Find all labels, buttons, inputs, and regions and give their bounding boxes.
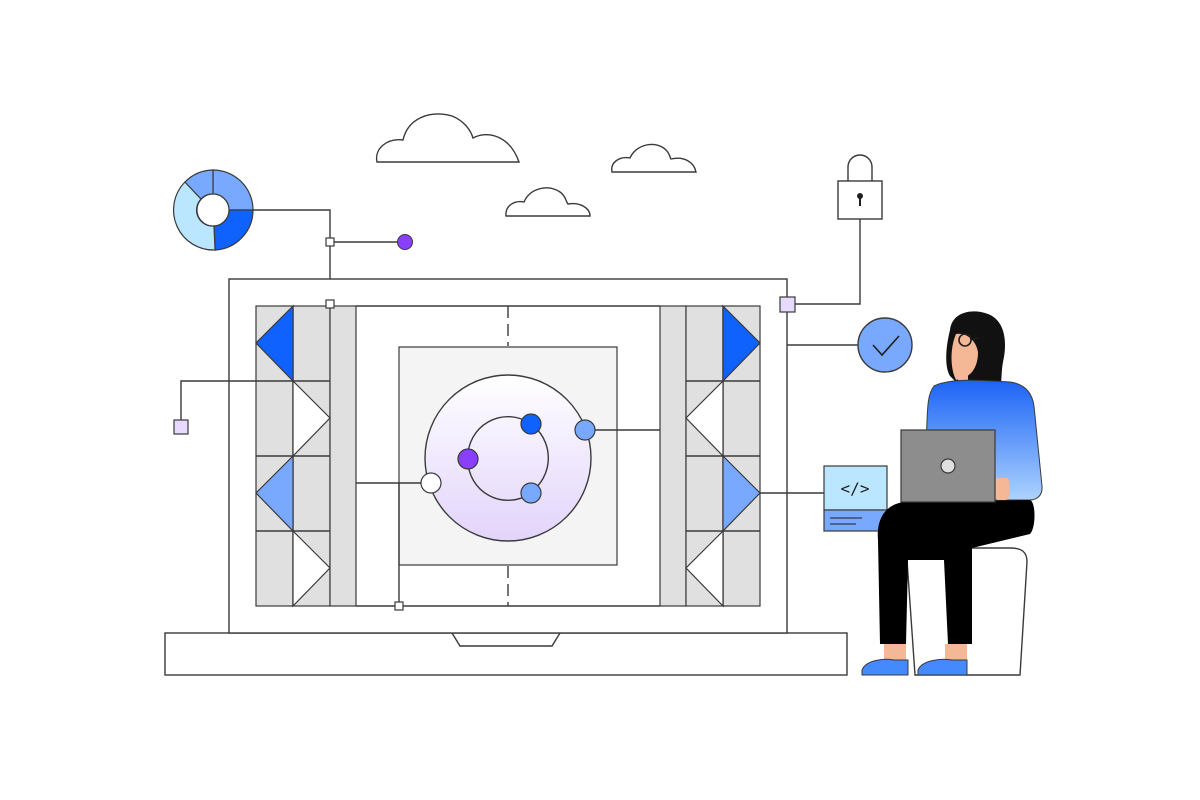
connector-node (325, 299, 335, 309)
connector-node (325, 237, 335, 247)
person-laptop (900, 429, 996, 503)
lock-icon (837, 154, 883, 220)
purple-node (397, 234, 413, 250)
connector-node (394, 601, 404, 611)
laptop-base (164, 632, 848, 676)
connector-node (779, 296, 796, 313)
left-panel (255, 304, 357, 608)
orbit-diagram (420, 374, 596, 542)
connector-node (173, 419, 189, 435)
right-panel (659, 304, 761, 608)
cloud-icon (611, 143, 697, 173)
code-badge-label: </> (841, 479, 870, 498)
cloud-icon (375, 113, 520, 163)
checkmark-icon (857, 317, 913, 373)
donut-chart-icon (172, 169, 254, 251)
code-icon (823, 465, 888, 532)
cloud-icon (505, 187, 591, 217)
